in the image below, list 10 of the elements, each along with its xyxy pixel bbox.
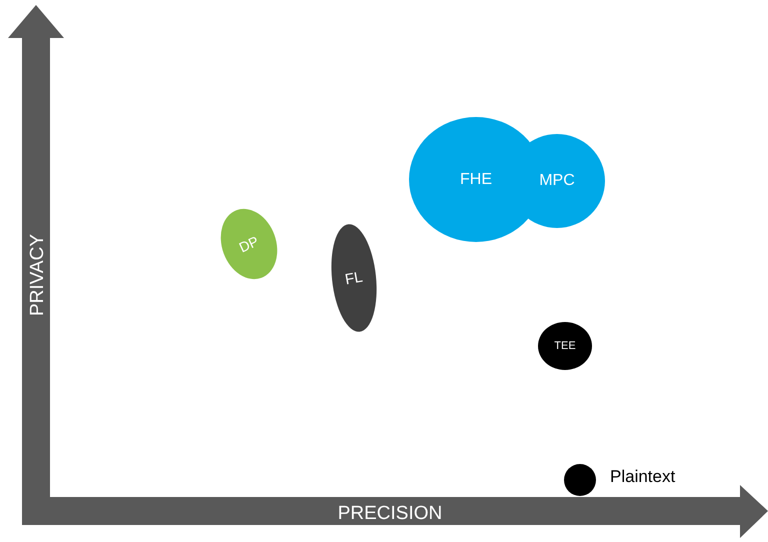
bubble-label: TEE — [554, 340, 576, 352]
bubble-label: FL — [344, 268, 364, 288]
x-axis-title: PRECISION — [338, 503, 442, 525]
bubble-label: FHE — [460, 170, 492, 188]
bubble-label: DP — [236, 232, 262, 256]
bubble — [538, 322, 592, 370]
bubble-label: MPC — [539, 172, 575, 190]
y-axis-title: PRIVACY — [27, 234, 49, 316]
marker-label: Plaintext — [610, 467, 676, 487]
dot-marker — [564, 464, 596, 496]
